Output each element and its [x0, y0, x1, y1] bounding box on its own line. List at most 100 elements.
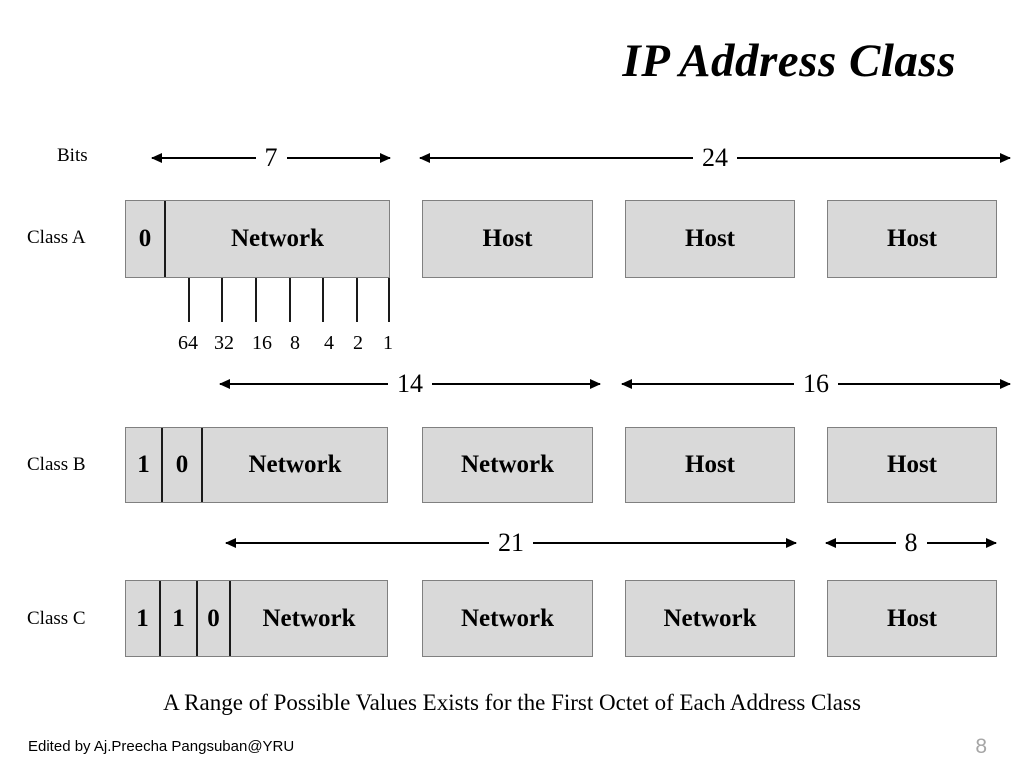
class-c-host-field: Host — [887, 604, 937, 632]
bit-tick-64 — [188, 278, 190, 322]
class-b-label: Class B — [27, 454, 86, 475]
class-a-octet-4[interactable]: Host — [827, 200, 997, 278]
class-b-octet-2[interactable]: Network — [422, 427, 593, 503]
arrow-head-right-icon — [986, 538, 997, 548]
class-c-leading-bit-0: 0 — [196, 581, 229, 656]
bit-weight-64: 64 — [178, 332, 198, 354]
page-number: 8 — [975, 735, 987, 758]
bit-tick-1 — [388, 278, 390, 322]
arrow-head-left-icon — [225, 538, 236, 548]
arrow-shaft-left — [219, 379, 388, 389]
page-title: IP Address Class — [622, 35, 956, 87]
class-a-octet-2[interactable]: Host — [422, 200, 593, 278]
class-c-network-field: Network — [229, 581, 387, 656]
class-c-octet-3[interactable]: Network — [625, 580, 795, 657]
class-a-leading-bit-0: 0 — [138, 225, 152, 252]
bit-tick-2 — [356, 278, 358, 322]
class-a-host-field-2: Host — [685, 225, 735, 252]
measure-value: 21 — [498, 528, 524, 557]
class-c-octet-4[interactable]: Host — [827, 580, 997, 657]
arrow-line — [152, 157, 256, 159]
bit-weight-1: 1 — [383, 332, 393, 354]
bit-weight-16: 16 — [252, 332, 272, 354]
arrow-head-right-icon — [1000, 153, 1011, 163]
class-c-leading-bit-1b: 1 — [159, 581, 196, 656]
class-b-host-field-1: Host — [685, 451, 735, 478]
class-c-octet-2[interactable]: Network — [422, 580, 593, 657]
arrow-head-right-icon — [786, 538, 797, 548]
class-a-host-field-3: Host — [887, 225, 937, 252]
measure-value: 7 — [264, 143, 278, 172]
class-a-octet-3[interactable]: Host — [625, 200, 795, 278]
class-a-host-field-1: Host — [482, 225, 533, 252]
class-c-octet-1[interactable]: 1 1 0 Network — [125, 580, 388, 657]
class-a-network-field: Network — [164, 201, 389, 277]
bit-tick-32 — [221, 278, 223, 322]
class-a-label: Class A — [27, 227, 86, 248]
class-b-host-field-2: Host — [887, 451, 937, 478]
arrow-head-left-icon — [621, 379, 632, 389]
class-a-octet-1[interactable]: 0 Network — [125, 200, 390, 278]
arrow-line — [926, 542, 996, 544]
class-b-network-field-2: Network — [460, 451, 555, 478]
class-b-leading-bit-0: 0 — [161, 428, 201, 502]
class-b-leading-bit-1: 1 — [137, 451, 150, 478]
class-b-octet-1[interactable]: 1 0 Network — [125, 427, 388, 503]
arrow-line — [220, 383, 388, 385]
measure-value: 8 — [904, 528, 918, 557]
arrow-line — [432, 383, 600, 385]
arrow-shaft-right — [737, 153, 1011, 163]
arrow-head-right-icon — [380, 153, 391, 163]
bit-weight-2: 2 — [353, 332, 363, 354]
arrow-line — [533, 542, 796, 544]
author-credit: Edited by Aj.Preecha Pangsuban@YRU — [28, 738, 295, 755]
arrow-head-left-icon — [219, 379, 230, 389]
measure-value: 14 — [397, 369, 423, 398]
arrow-head-left-icon — [419, 153, 430, 163]
bit-tick-8 — [289, 278, 291, 322]
bit-tick-16 — [255, 278, 257, 322]
class-b-octet-4[interactable]: Host — [827, 427, 997, 503]
arrow-shaft-left — [151, 153, 256, 163]
arrow-head-left-icon — [825, 538, 836, 548]
measure-class-c-host: 8 — [825, 528, 997, 557]
arrow-line — [286, 157, 390, 159]
bits-label: Bits — [57, 145, 88, 166]
arrow-shaft-left — [621, 379, 794, 389]
bit-weight-32: 32 — [214, 332, 234, 354]
class-c-network-field-2: Network — [460, 604, 555, 632]
measure-class-b-network: 14 — [219, 369, 601, 398]
arrow-line — [826, 542, 896, 544]
class-c-network-field-3: Network — [663, 604, 757, 632]
measure-class-a-network: 7 — [151, 143, 391, 172]
arrow-shaft-left — [825, 538, 896, 548]
arrow-line — [838, 383, 1010, 385]
class-b-octet-3[interactable]: Host — [625, 427, 795, 503]
arrow-shaft-left — [419, 153, 693, 163]
class-c-label: Class C — [27, 608, 86, 629]
arrow-line — [622, 383, 794, 385]
measure-class-a-host: 24 — [419, 143, 1011, 172]
bit-weight-8: 8 — [290, 332, 300, 354]
measure-value: 24 — [702, 143, 728, 172]
bit-weight-4: 4 — [324, 332, 334, 354]
class-b-network-field: Network — [201, 428, 387, 502]
measure-value: 16 — [803, 369, 829, 398]
arrow-head-right-icon — [590, 379, 601, 389]
bit-tick-4 — [322, 278, 324, 322]
arrow-line — [226, 542, 489, 544]
arrow-shaft-right — [286, 153, 391, 163]
measure-class-b-host: 16 — [621, 369, 1011, 398]
arrow-line — [420, 157, 693, 159]
measure-class-c-network: 21 — [225, 528, 797, 557]
arrow-head-left-icon — [151, 153, 162, 163]
arrow-shaft-left — [225, 538, 489, 548]
arrow-head-right-icon — [1000, 379, 1011, 389]
arrow-shaft-right — [926, 538, 997, 548]
arrow-shaft-right — [432, 379, 601, 389]
arrow-shaft-right — [838, 379, 1011, 389]
arrow-line — [737, 157, 1010, 159]
slide-caption: A Range of Possible Values Exists for th… — [163, 690, 861, 715]
class-c-leading-bit-1a: 1 — [136, 604, 149, 632]
